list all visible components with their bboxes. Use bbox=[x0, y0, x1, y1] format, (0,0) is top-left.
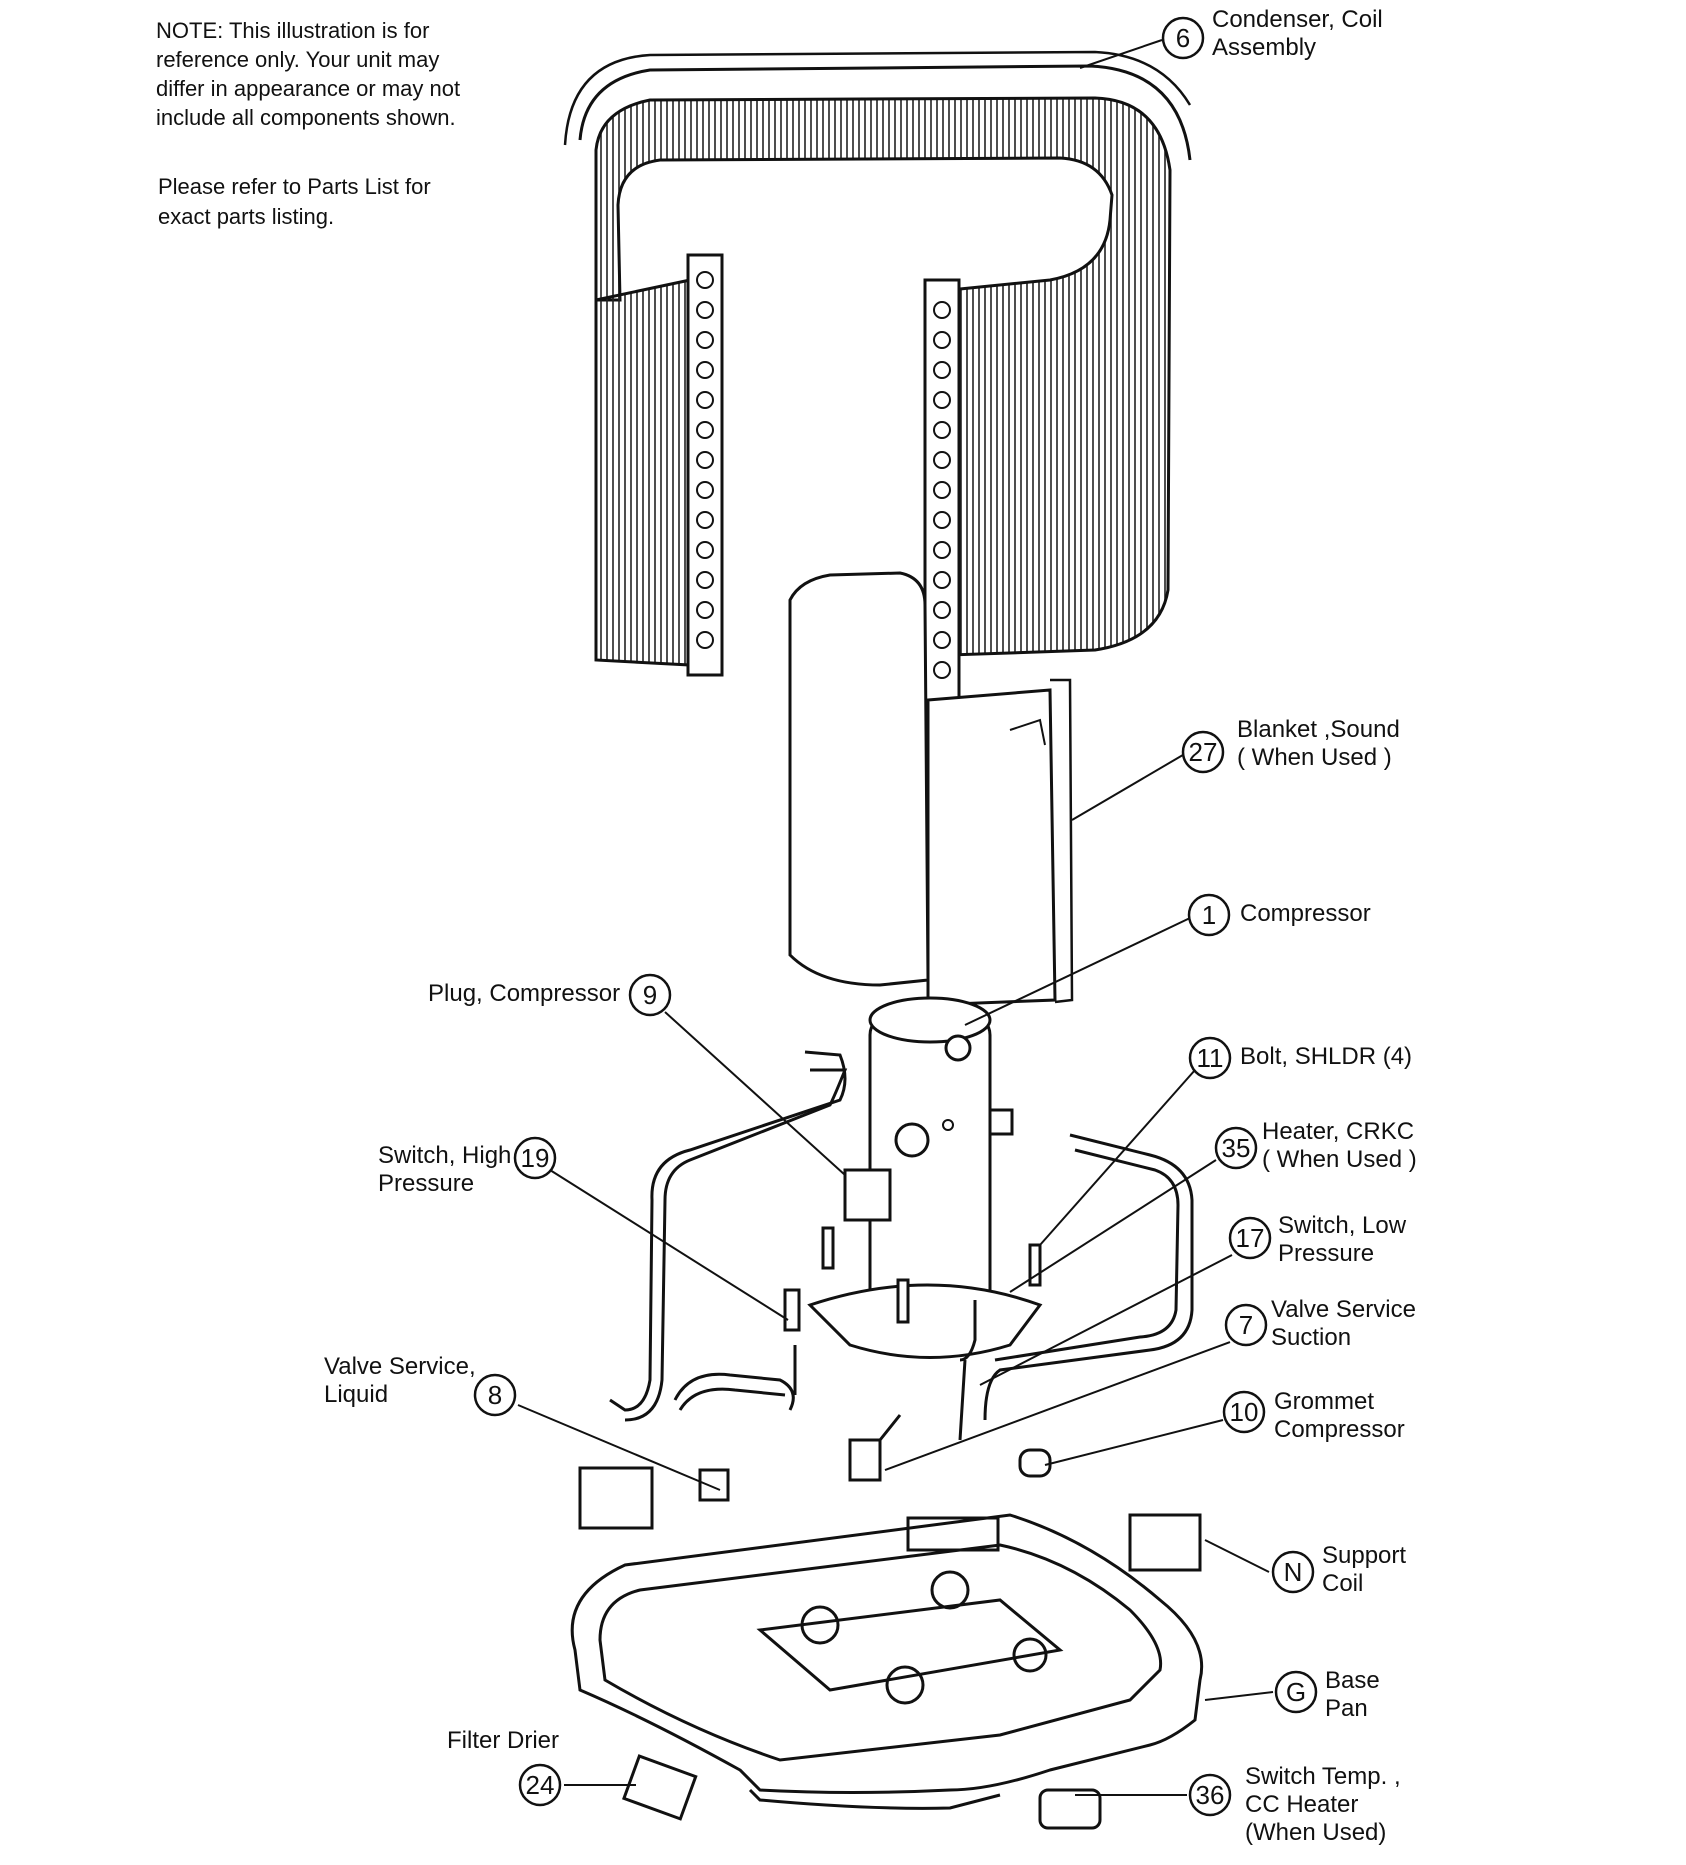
callout-circle-N bbox=[1271, 1550, 1315, 1594]
callout-number: 7 bbox=[1239, 1310, 1253, 1340]
callout-number: 36 bbox=[1196, 1780, 1225, 1810]
callout-number: N bbox=[1284, 1557, 1303, 1587]
callout-number: 17 bbox=[1236, 1223, 1265, 1253]
compressor-drawing bbox=[807, 996, 1043, 1359]
callout-circle-9 bbox=[628, 973, 672, 1017]
callout-label-7: Valve Service Suction bbox=[1271, 1296, 1416, 1351]
callout-circle-1 bbox=[1187, 893, 1231, 937]
callout-number: G bbox=[1286, 1677, 1306, 1707]
callout-circle-G bbox=[1274, 1670, 1318, 1714]
callout-label-36: Switch Temp. , CC Heater (When Used) bbox=[1245, 1763, 1401, 1846]
callout-label-27: Blanket ,Sound ( When Used ) bbox=[1237, 716, 1400, 771]
callout-label-10: Grommet Compressor bbox=[1274, 1388, 1405, 1443]
callout-label-8: Valve Service, Liquid bbox=[324, 1353, 476, 1408]
callout-circle-17 bbox=[1228, 1216, 1272, 1260]
callout-circle-19 bbox=[513, 1136, 557, 1180]
callout-number: 35 bbox=[1222, 1133, 1251, 1163]
parts-list-note: Please refer to Parts List for exact par… bbox=[158, 174, 431, 229]
callout-circle-24 bbox=[518, 1763, 562, 1807]
callout-label-N: Support Coil bbox=[1322, 1542, 1407, 1597]
callout-number: 1 bbox=[1202, 900, 1216, 930]
callout-number: 9 bbox=[643, 980, 657, 1010]
callout-label-35: Heater, CRKC ( When Used ) bbox=[1262, 1118, 1417, 1173]
sound-blanket-drawing bbox=[788, 571, 1074, 1007]
callout-label-11: Bolt, SHLDR (4) bbox=[1240, 1043, 1413, 1070]
leader-lines bbox=[517, 39, 1274, 1796]
callout-circle-7 bbox=[1224, 1303, 1268, 1347]
condenser-coil-drawing bbox=[563, 50, 1192, 712]
callout-label-9: Plug, Compressor bbox=[428, 980, 621, 1007]
callout-number: 6 bbox=[1176, 23, 1190, 53]
reference-note: NOTE: This illustration is for reference… bbox=[156, 18, 461, 130]
callout-circle-6 bbox=[1161, 16, 1205, 60]
small-parts bbox=[578, 1226, 1202, 1830]
callout-number: 19 bbox=[521, 1143, 550, 1173]
callout-circle-10 bbox=[1222, 1390, 1266, 1434]
callout-label-1: Compressor bbox=[1240, 900, 1371, 927]
callout-circle-11 bbox=[1188, 1036, 1232, 1080]
callout-label-G: Base Pan bbox=[1325, 1667, 1380, 1722]
base-pan-drawing bbox=[570, 1513, 1204, 1810]
callout-number: 11 bbox=[1197, 1043, 1224, 1073]
callout-number: 27 bbox=[1189, 737, 1218, 767]
callout-circle-8 bbox=[473, 1373, 517, 1417]
callout-number: 24 bbox=[526, 1770, 555, 1800]
callout-label-6: Condenser, Coil Assembly bbox=[1212, 6, 1383, 61]
callout-label-19: Switch, High Pressure bbox=[378, 1142, 512, 1197]
callout-circle-35 bbox=[1214, 1126, 1258, 1170]
callout-label-24: Filter Drier bbox=[447, 1727, 559, 1754]
refrigerant-tubing bbox=[609, 1050, 1194, 1441]
callout-circle-36 bbox=[1188, 1773, 1232, 1817]
callout-circle-27 bbox=[1181, 730, 1225, 774]
callout-number: 10 bbox=[1230, 1397, 1259, 1427]
callout-label-17: Switch, Low Pressure bbox=[1278, 1212, 1407, 1267]
callout-number: 8 bbox=[488, 1380, 502, 1410]
